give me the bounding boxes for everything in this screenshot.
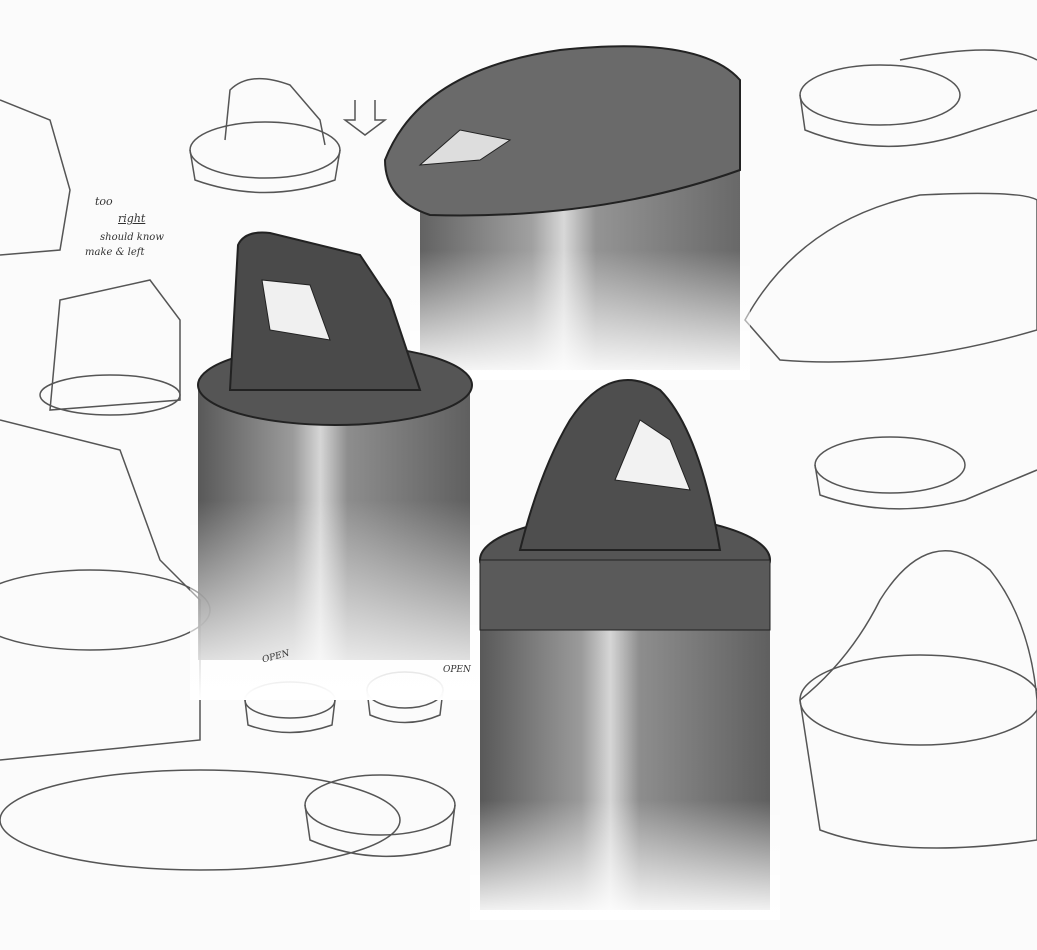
right-cap-sketch-2 [744,192,1037,363]
rendered-bottle-center [470,379,780,920]
open-label-2: OPEN [443,665,471,675]
note-right: right [118,212,146,225]
bottom-cap-sketch [304,774,456,836]
small-handle-cap-sketch [189,121,341,179]
right-cap-sketch-4 [799,550,1037,849]
right-cap-sketch-3 [814,436,966,494]
right-cap-sketch-1 [799,64,961,126]
note-should: should know [100,232,164,243]
left-cap-sketch-mid [49,279,181,411]
note-left: make & left [85,247,145,258]
rendered-bottle-left-center [190,231,480,700]
note-too: too [95,195,113,208]
left-cap-sketch-top [0,99,71,256]
rendered-bottle-top-center [383,45,750,380]
left-large-cap-sketch [0,419,201,761]
